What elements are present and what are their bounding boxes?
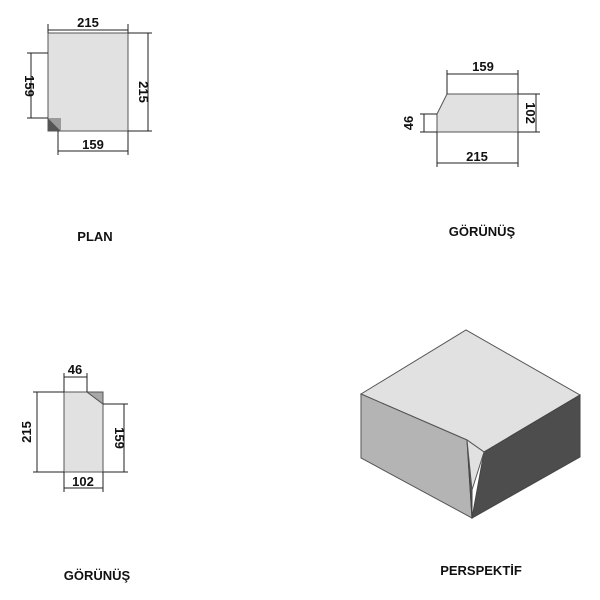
plan-caption: PLAN (77, 229, 112, 244)
side-face (63, 391, 104, 473)
side-right-dimension: 159 (112, 427, 127, 449)
plan-face (47, 32, 129, 132)
front-top-dimension: 159 (472, 59, 494, 74)
side-bottom-dimension: 102 (72, 474, 94, 489)
front-view-caption: GÖRÜNÜŞ (449, 224, 516, 239)
side-left-dimension: 215 (19, 421, 34, 443)
side-chamfer (85, 391, 104, 405)
front-view: 159 102 46 215 (401, 59, 540, 167)
side-view-caption: GÖRÜNÜŞ (64, 568, 131, 583)
plan-chamfer-corner-light (48, 118, 61, 131)
perspective-chamfer-light (466, 438, 485, 491)
perspective-right-face (471, 394, 581, 519)
side-view: 46 215 159 102 (19, 362, 128, 492)
plan-bottom-dimension: 159 (82, 137, 104, 152)
perspective-view (359, 329, 581, 519)
plan-right-dimension: 215 (136, 81, 151, 103)
plan-view: 215 159 215 159 (22, 15, 152, 155)
front-bottom-dimension: 215 (466, 149, 488, 164)
front-right-dimension: 102 (523, 102, 538, 124)
side-top-dimension: 46 (68, 362, 82, 377)
plan-top-dimension: 215 (77, 15, 99, 30)
front-left-dimension: 46 (401, 116, 416, 130)
plan-left-dimension: 159 (22, 75, 37, 97)
front-face (436, 93, 519, 133)
perspective-caption: PERSPEKTİF (440, 563, 522, 578)
